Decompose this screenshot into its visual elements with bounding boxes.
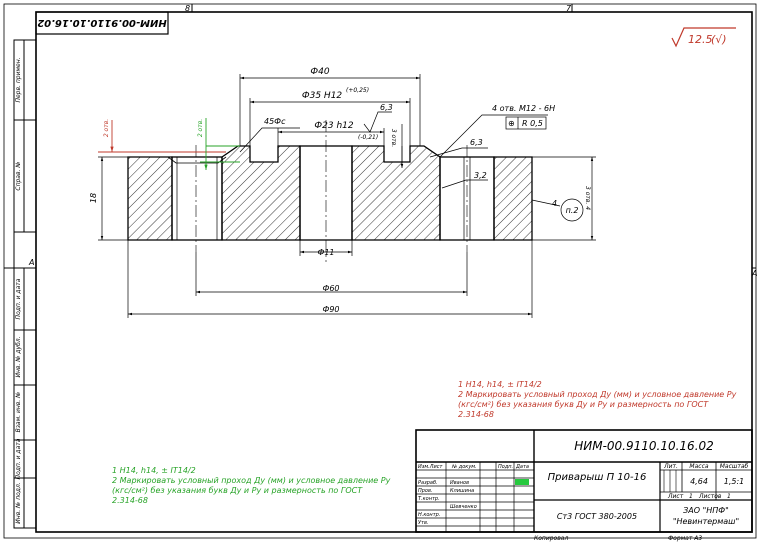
dim-d40: Ф40 [310,67,329,77]
leader-number: 4 [552,199,557,208]
tb-company2: "Невинтермаш" [673,517,739,526]
note-red-2: (кгс/см²) без указания букв Ду и Ру и ра… [458,400,709,409]
dim-rough-right: 6,3 [470,138,483,147]
note-green-1: 2 Маркировать условный проход Ду (мм) и … [112,476,391,485]
tb-copied: Копировал [534,535,568,542]
position-symbol: ⊕ [508,119,515,128]
tb-mass: 4,64 [690,477,708,486]
tb-sheet: 1 [689,493,693,500]
tb-col-docs: № докум. [451,464,477,470]
tb-person-3: Шевченко [450,504,477,510]
dim-d60: Ф60 [322,284,339,293]
tb-col-date: Дата [515,464,529,470]
zone-right-a: A [751,269,757,278]
tb-format: Формат А3 [668,535,702,542]
tb-col-sign: Подп. [498,464,513,470]
dim-position: R 0,5 [522,119,543,128]
note-green-0: 1 Н14, h14, ± IT14/2 [112,466,196,475]
tb-scale: 1,5:1 [724,477,745,486]
top-code: НИМ-00.9110.10.16.02 [37,17,167,28]
zone-top-8: 8 [185,4,190,13]
side-label-6: Инв. № подл. [15,482,22,523]
roughness-symbol: 12.5 (√) [671,27,736,48]
tb-row-2: Пров. [418,488,433,494]
dim-d35-tol: (+0,25) [346,87,369,94]
red-dimension [98,120,226,153]
dim-height: 18 [89,193,98,203]
tb-lit-label: Лит. [663,463,678,470]
tb-person-2: Клишина [450,488,474,494]
tb-mass-label: Масса [689,463,708,470]
note-red-3: 2.314-68 [458,410,494,419]
tb-company: ЗАО "НПФ" [683,506,729,515]
dim-green: 2 отв. [197,119,204,137]
tb-row-3: Т.контр. [418,496,440,502]
callout-circle-text: п.2 [566,206,579,215]
note-green-2: (кгс/см²) без указания букв Ду и Ру и ра… [112,486,363,495]
side-label-4: Взам. инв. № [15,392,22,433]
tb-name: Приварыш П 10-16 [548,472,647,483]
dim-d23: Ф23 h12 [314,121,353,131]
zone-top-7: 7 [566,4,572,13]
tb-person-1: Иванов [450,480,469,486]
side-label-3: Инв. № дубл. [15,336,22,377]
tb-sheet-label: Лист [667,493,684,500]
green-highlight-cell [515,479,529,485]
roughness-suffix: (√) [711,33,727,46]
dim-depth: 3 отв. [390,129,397,147]
zone-left-a: A [28,258,34,267]
tb-row-0: Изм.Лист [418,464,444,470]
left-side-strip: Перв. примен. Справ. № Подп. и дата Инв.… [13,39,37,529]
outer-frame [3,3,757,539]
notes-green: 1 Н14, h14, ± IT14/2 2 Маркировать услов… [112,466,391,505]
dim-holes: 4 отв. М12 - 6Н [492,104,555,113]
tb-scale-label: Масштаб [720,463,749,470]
note-red-0: 1 Н14, h14, ± IT14/2 [458,380,542,389]
side-label-2: Подп. и дата [15,278,22,319]
dim-red: 2 отв. [103,119,110,137]
tb-sheets-label: Листов [698,493,722,500]
dim-d11: Ф11 [317,248,334,257]
tb-row-5: Утв. [418,520,429,526]
dim-thread-depth: 3 отв. 4 [584,186,591,210]
side-label-1: Справ. № [15,161,22,190]
dim-d90: Ф90 [322,305,339,314]
roughness-value: 12.5 [688,33,713,46]
note-green-3: 2.314-68 [112,496,148,505]
dim-d35: Ф35 Н12 [302,91,343,101]
side-label-5: Подп. и дата [15,438,22,479]
dim-d23-tol: (-0,21) [358,134,378,141]
green-dimension [200,118,240,170]
tb-code: НИМ-00.9110.10.16.02 [574,439,714,453]
dim-chamfer: 45Фс [264,117,286,126]
inner-frame [35,11,753,533]
dim-rough32: 3,2 [474,171,487,180]
note-red-1: 2 Маркировать условный проход Ду (мм) и … [458,390,737,399]
tb-row-4: Н.контр. [418,512,440,518]
part-section [127,120,533,262]
tb-sheets: 1 [727,493,731,500]
tb-material: Ст3 ГОСТ 380-2005 [557,512,637,521]
top-code-box [35,11,169,35]
side-label-0: Перв. примен. [15,57,22,102]
title-block [415,429,753,533]
notes-red: 1 Н14, h14, ± IT14/2 2 Маркировать услов… [458,380,737,419]
dim-rough-top: 6,3 [380,103,393,112]
tb-row-1: Разраб. [418,480,438,486]
dimensions [98,74,596,318]
